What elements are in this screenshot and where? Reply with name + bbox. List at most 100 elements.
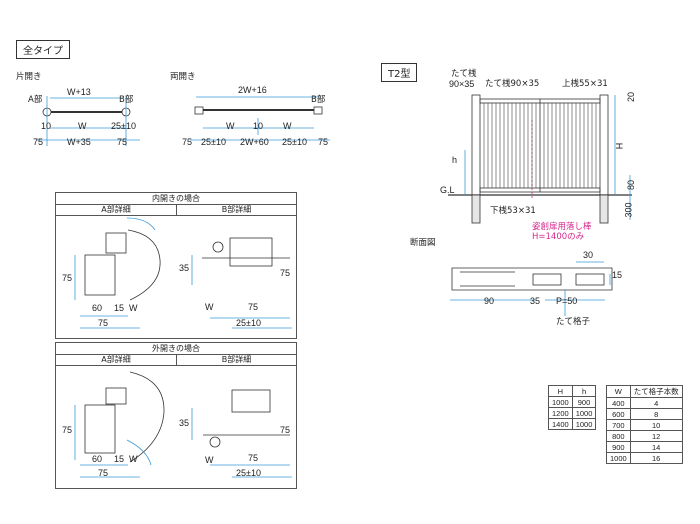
outward-title: 外開きの場合 bbox=[56, 343, 296, 355]
d20-label: 20 bbox=[626, 91, 637, 103]
table-cell: 1000 bbox=[571, 407, 597, 419]
table-cell: 700 bbox=[606, 419, 631, 431]
inward-a60: 60 bbox=[92, 303, 103, 313]
table-cell: 900 bbox=[571, 396, 597, 408]
table-row: 900 14 bbox=[606, 441, 683, 453]
w-table-header: W たて格子本数 bbox=[606, 385, 683, 398]
bottom-rail-label: 下桟53×31 bbox=[490, 206, 536, 216]
double-w2: W bbox=[283, 121, 292, 131]
single-top-dim: W+13 bbox=[67, 87, 91, 97]
outward-a60: 60 bbox=[92, 454, 103, 464]
double-w1: W bbox=[226, 121, 235, 131]
table-cell: 400 bbox=[606, 397, 631, 409]
d80-label: 80 bbox=[626, 179, 637, 191]
table-row: 700 10 bbox=[606, 419, 683, 431]
drop-rod-label: 姿創扉用落し棒 bbox=[532, 222, 592, 232]
table-row: 1000 900 bbox=[548, 396, 597, 408]
table-cell: 1000 bbox=[548, 396, 573, 408]
table-cell: 600 bbox=[606, 408, 631, 420]
table-cell: 800 bbox=[606, 430, 631, 442]
table-cell: 14 bbox=[629, 441, 683, 453]
outward-b-header: B部詳細 bbox=[177, 355, 296, 366]
outward-bw: W bbox=[205, 455, 214, 465]
post2-label: たて桟90×35 bbox=[485, 79, 540, 89]
single-w: W bbox=[78, 121, 87, 131]
h-table: H h 1000 900 1200 1000 1400 1000 bbox=[548, 385, 597, 430]
table-cell: 8 bbox=[629, 408, 683, 420]
table-cell: 900 bbox=[606, 441, 631, 453]
h-table-col: H bbox=[548, 385, 573, 397]
outward-aw: W bbox=[129, 454, 138, 464]
h-table-col: h bbox=[571, 385, 597, 397]
table-cell: 12 bbox=[629, 430, 683, 442]
inward-a-header: A部詳細 bbox=[56, 205, 177, 216]
inward-b-header: B部詳細 bbox=[177, 205, 296, 216]
table-row: 400 4 bbox=[606, 397, 683, 409]
double-mid: 2W+60 bbox=[240, 137, 269, 147]
section-d30: 30 bbox=[583, 250, 594, 260]
single-bottom: W+35 bbox=[67, 137, 91, 147]
single-r75: 75 bbox=[117, 137, 128, 147]
inward-bw: W bbox=[205, 302, 214, 312]
section-pitch: P=50 bbox=[556, 296, 578, 306]
inward-btol: 25±10 bbox=[236, 318, 261, 328]
section-d35: 35 bbox=[530, 296, 541, 306]
single-l75: 75 bbox=[33, 137, 44, 147]
double-c10: 10 bbox=[253, 121, 264, 131]
inward-a75b: 75 bbox=[98, 318, 109, 328]
section-title: 断面図 bbox=[410, 238, 436, 248]
outward-b75: 75 bbox=[248, 453, 259, 463]
inward-b75: 75 bbox=[248, 302, 259, 312]
single-d10: 10 bbox=[41, 121, 52, 131]
t2-type-badge: T2型 bbox=[381, 63, 418, 82]
inward-b35: 35 bbox=[179, 263, 190, 273]
table-cell: 1000 bbox=[571, 418, 597, 430]
table-row: 1400 1000 bbox=[548, 418, 597, 430]
outward-a15: 15 bbox=[114, 454, 125, 464]
h-table-header: H h bbox=[548, 385, 597, 397]
section-d90: 90 bbox=[484, 296, 495, 306]
drop-rod-note: H=1400のみ bbox=[532, 232, 585, 242]
gl-label: G.L bbox=[440, 185, 455, 195]
table-cell: 1200 bbox=[548, 407, 573, 419]
double-tol2: 25±10 bbox=[282, 137, 307, 147]
table-row: 600 8 bbox=[606, 408, 683, 420]
all-types-badge: 全タイプ bbox=[16, 40, 70, 59]
outward-b75b: 75 bbox=[280, 425, 291, 435]
table-cell: 10 bbox=[629, 419, 683, 431]
double-top-dim: 2W+16 bbox=[238, 85, 267, 95]
outward-a75: 75 bbox=[62, 425, 73, 435]
double-tol1: 25±10 bbox=[201, 137, 226, 147]
inward-panel: 内開きの場合 A部詳細 B部詳細 bbox=[55, 192, 297, 339]
section-d15: 15 bbox=[612, 270, 623, 280]
w-table-col: W bbox=[606, 385, 631, 398]
table-cell: 16 bbox=[629, 452, 683, 464]
w-table-col: たて格子本数 bbox=[629, 385, 683, 398]
double-r75: 75 bbox=[318, 137, 329, 147]
single-swing-title: 片開き bbox=[16, 72, 42, 82]
outward-b35: 35 bbox=[179, 418, 190, 428]
outward-a-header: A部詳細 bbox=[56, 355, 177, 366]
table-cell: 1400 bbox=[548, 418, 573, 430]
single-b-label: B部 bbox=[119, 95, 134, 105]
inward-title: 内開きの場合 bbox=[56, 193, 296, 205]
top-rail-label: 上桟55×31 bbox=[562, 79, 608, 89]
d300-label: 300 bbox=[623, 202, 634, 218]
table-row: 1200 1000 bbox=[548, 407, 597, 419]
double-swing-title: 両開き bbox=[170, 72, 196, 82]
table-cell: 1000 bbox=[606, 452, 631, 464]
picket-lines bbox=[483, 103, 597, 188]
outward-panel: 外開きの場合 A部詳細 B部詳細 bbox=[55, 342, 297, 489]
post1-label: たて桟 bbox=[451, 69, 477, 79]
table-row: 800 12 bbox=[606, 430, 683, 442]
table-row: 1000 16 bbox=[606, 452, 683, 464]
inward-a75: 75 bbox=[62, 273, 73, 283]
single-tol: 25±10 bbox=[111, 121, 136, 131]
outward-btol: 25±10 bbox=[236, 468, 261, 478]
single-a-label: A部 bbox=[28, 95, 43, 105]
double-b-label: B部 bbox=[311, 95, 326, 105]
h-label: h bbox=[452, 155, 458, 165]
double-l75: 75 bbox=[182, 137, 193, 147]
w-table: W たて格子本数 400 4 600 8 700 10 800 12 900 1… bbox=[606, 385, 683, 464]
